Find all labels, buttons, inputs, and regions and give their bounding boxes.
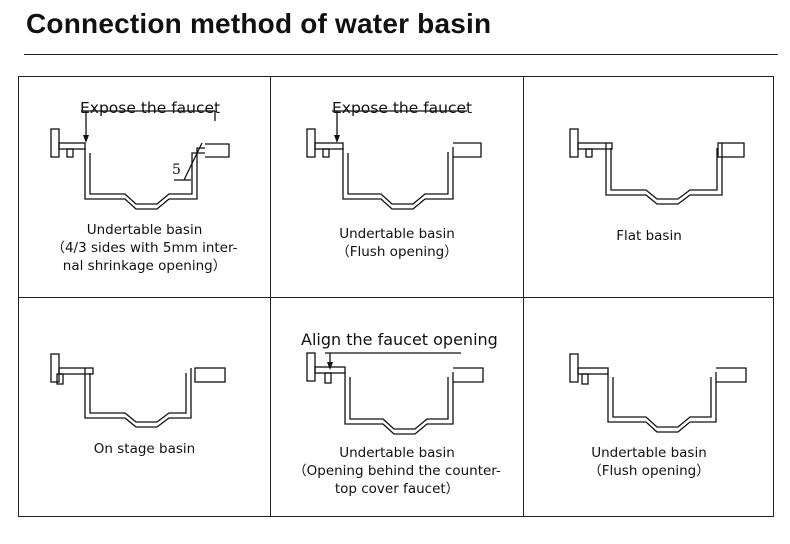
caption-line-2: （Opening behind the counter- xyxy=(293,463,501,479)
basin-section-drawing xyxy=(569,128,745,205)
basin-section-drawing xyxy=(306,352,484,435)
caption-line-2: （Flush opening） xyxy=(588,463,710,479)
caption-line-2: （4/3 sides with 5mm inter- xyxy=(51,240,238,256)
basin-section-drawing xyxy=(50,110,230,210)
faucet-note: Expose the faucet xyxy=(332,99,473,117)
title-underline xyxy=(24,54,778,55)
basin-section-drawing xyxy=(306,110,482,210)
panel-caption: Undertable basin （Opening behind the cou… xyxy=(271,444,523,498)
panel-undertable-basin-flush-2: Undertable basin （Flush opening） xyxy=(524,298,774,518)
caption-line-1: On stage basin xyxy=(93,441,196,457)
basin-section-drawing xyxy=(50,353,226,428)
grid-divider-v2 xyxy=(523,77,524,516)
panel-flat-basin: Flat basin xyxy=(524,77,774,297)
panel-undertable-basin-flush: Expose the faucet Undertable basin （Flus… xyxy=(271,77,523,297)
panel-caption: On stage basin xyxy=(19,440,270,458)
caption-line-1: Undertable basin xyxy=(591,445,707,461)
caption-line-1: Undertable basin xyxy=(339,445,455,461)
caption-line-3: top cover faucet） xyxy=(334,481,460,497)
panel-caption: Undertable basin （4/3 sides with 5mm int… xyxy=(19,221,270,275)
grid-divider-v1 xyxy=(270,77,271,516)
caption-line-1: Flat basin xyxy=(616,228,682,244)
caption-line-2: （Flush opening） xyxy=(336,244,458,260)
diagram-grid: Expose the faucet 5 Undertable basin （4/… xyxy=(18,76,774,517)
panel-on-stage-basin: On stage basin xyxy=(19,298,270,518)
caption-line-3: nal shrinkage opening） xyxy=(62,258,227,274)
page-title: Connection method of water basin xyxy=(26,8,492,39)
panel-caption: Flat basin xyxy=(524,227,774,245)
panel-undertable-basin-behind-faucet: Align the faucet opening Undertable basi… xyxy=(271,298,523,518)
caption-line-1: Undertable basin xyxy=(339,226,455,242)
dimension-label: 5 xyxy=(172,162,181,178)
grid-divider-h xyxy=(19,297,773,298)
panel-caption: Undertable basin （Flush opening） xyxy=(524,444,774,480)
panel-undertable-basin-shrinkage: Expose the faucet 5 Undertable basin （4/… xyxy=(19,77,270,297)
faucet-note: Align the faucet opening xyxy=(301,330,498,349)
basin-section-drawing xyxy=(569,353,747,433)
panel-caption: Undertable basin （Flush opening） xyxy=(271,225,523,261)
caption-line-1: Undertable basin xyxy=(86,222,203,238)
faucet-note: Expose the faucet xyxy=(80,99,221,117)
